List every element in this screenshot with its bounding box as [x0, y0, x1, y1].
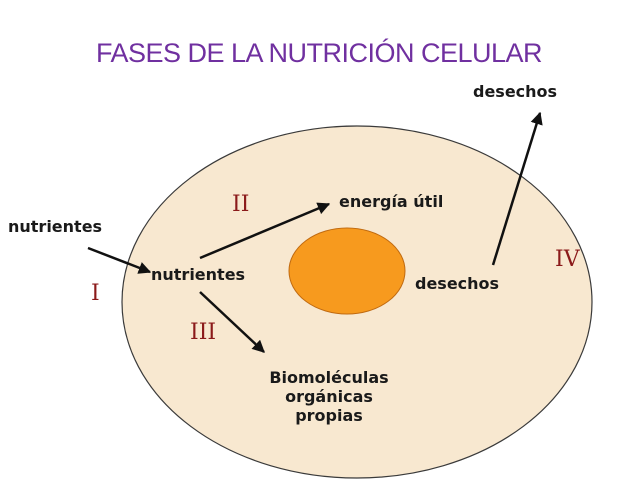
biomoleculas-line-1: Biomoléculas [269, 368, 389, 387]
desechos-outside-label: desechos [473, 82, 558, 101]
nutrientes-outside-label: nutrientes [8, 217, 103, 236]
arrow-phase-3 [199, 291, 265, 353]
cell-nucleus [288, 227, 406, 315]
phase-1-label: I [91, 281, 100, 306]
biomoleculas-label: Biomoléculas orgánicas propias [244, 368, 414, 425]
page-title: FASES DE LA NUTRICIÓN CELULAR [95, 38, 543, 68]
biomoleculas-line-3: propias [295, 406, 363, 425]
arrow-phase-2 [199, 202, 331, 260]
biomoleculas-line-2: orgánicas [285, 387, 373, 406]
arrow-phase-4 [491, 111, 543, 266]
phase-3-label: III [190, 320, 217, 345]
phase-2-label: II [232, 192, 250, 217]
phase-4-label: IV [555, 247, 580, 272]
energia-util-label: energía útil [339, 192, 444, 211]
nutrientes-inside-label: nutrientes [151, 265, 246, 284]
desechos-inside-label: desechos [415, 274, 500, 293]
arrow-phase-1 [87, 246, 152, 274]
